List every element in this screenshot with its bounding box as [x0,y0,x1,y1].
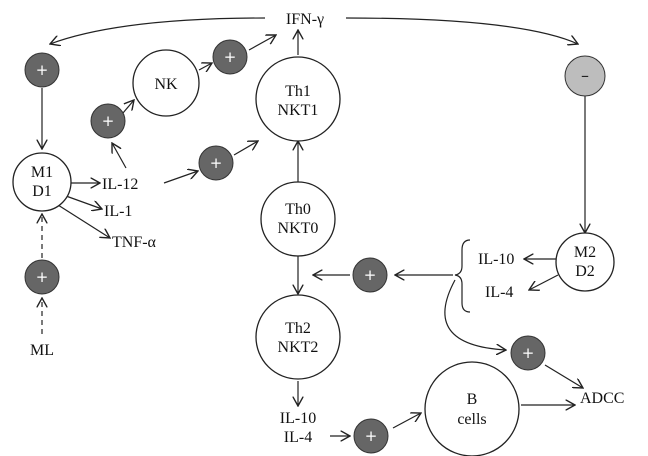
plus-sign: + [102,112,115,130]
plus-sign: + [210,154,223,172]
edge-il12-to-plus-nk [112,143,127,169]
node-th0-nkt0: Th0 NKT0 [260,181,336,257]
node-th2-line1: Th2 [285,320,311,337]
node-th0-line1: Th0 [285,201,311,218]
cell-nodes: M1 D1 NK Th1 NKT1 Th0 NKT0 Th2 NKT2 M2 D… [12,49,615,456]
plus-circle-il12-th1: + [198,145,234,181]
plus-sign: + [365,427,378,445]
plus-circle-nk-ifn: + [212,39,248,75]
node-m1-line1: M1 [31,164,53,181]
node-m1-line2: D1 [32,183,52,200]
edge-plus-to-adcc [544,364,583,388]
node-bcells-line1: B [467,391,478,408]
node-th1-line1: Th1 [285,83,311,100]
minus-circle-ifn-right: – [564,55,606,97]
node-nk: NK [132,49,200,117]
plus-sign: + [36,268,49,286]
label-il1: IL-1 [104,203,132,220]
edge-il12-to-plus-th1 [163,171,198,184]
edge-m2-to-il4 [529,274,559,290]
label-il4-m2: IL-4 [485,284,513,301]
node-m2-line1: M2 [574,244,596,261]
edge-brace-to-plus-adcc [444,279,506,350]
edge-plus-to-bcells [392,413,421,429]
edge-plus-to-nk [122,100,134,114]
minus-sign: – [581,66,589,85]
plus-sign: + [364,266,377,284]
edge-ifn-to-plus-left [50,17,266,44]
label-il12: IL-12 [102,176,138,193]
label-ifn-gamma: IFN-γ [286,11,324,28]
brace [454,239,471,313]
plus-circle-adcc: + [510,335,546,371]
node-th2-nkt2: Th2 NKT2 [255,294,341,380]
edges [42,17,585,436]
plus-circle-ifn-left: + [24,52,60,88]
node-nk-label: NK [154,76,178,93]
edge-plus-to-th1 [233,141,258,156]
node-b-cells: B cells [424,361,520,456]
modulator-circles: + + + + + + + + [24,39,606,454]
plus-sign: + [224,48,237,66]
label-il10-m2: IL-10 [478,251,514,268]
label-il10-th2: IL-10 [280,410,316,427]
node-th0-line2: NKT0 [278,220,319,237]
molecule-labels: IFN-γ IL-12 IL-1 TNF-α ML IL-10 IL-4 IL-… [30,11,624,446]
edge-nk-to-plus [198,63,212,70]
node-bcells-line2: cells [457,411,486,428]
node-th1-nkt1: Th1 NKT1 [255,56,341,142]
node-m2-d2: M2 D2 [555,232,615,292]
label-adcc: ADCC [580,390,624,407]
label-tnf-alpha: TNF-α [112,234,157,251]
node-m1-d1: M1 D1 [12,152,72,212]
label-ml: ML [30,342,54,359]
label-il4-th2: IL-4 [284,429,312,446]
plus-sign: + [522,344,535,362]
edge-m1-to-tnf [57,204,110,238]
plus-sign: + [36,61,49,79]
edge-m1-to-il1 [65,195,102,209]
plus-circle-ml: + [24,259,60,295]
node-th1-line2: NKT1 [278,102,319,119]
node-th2-line2: NKT2 [278,339,319,356]
plus-circle-m2-output: + [352,257,388,293]
plus-circle-bcells: + [353,418,389,454]
node-m2-line2: D2 [575,263,595,280]
edge-plus-to-ifn [248,35,276,51]
edge-ifn-to-minus [345,17,578,44]
plus-circle-nk-input: + [90,103,126,139]
